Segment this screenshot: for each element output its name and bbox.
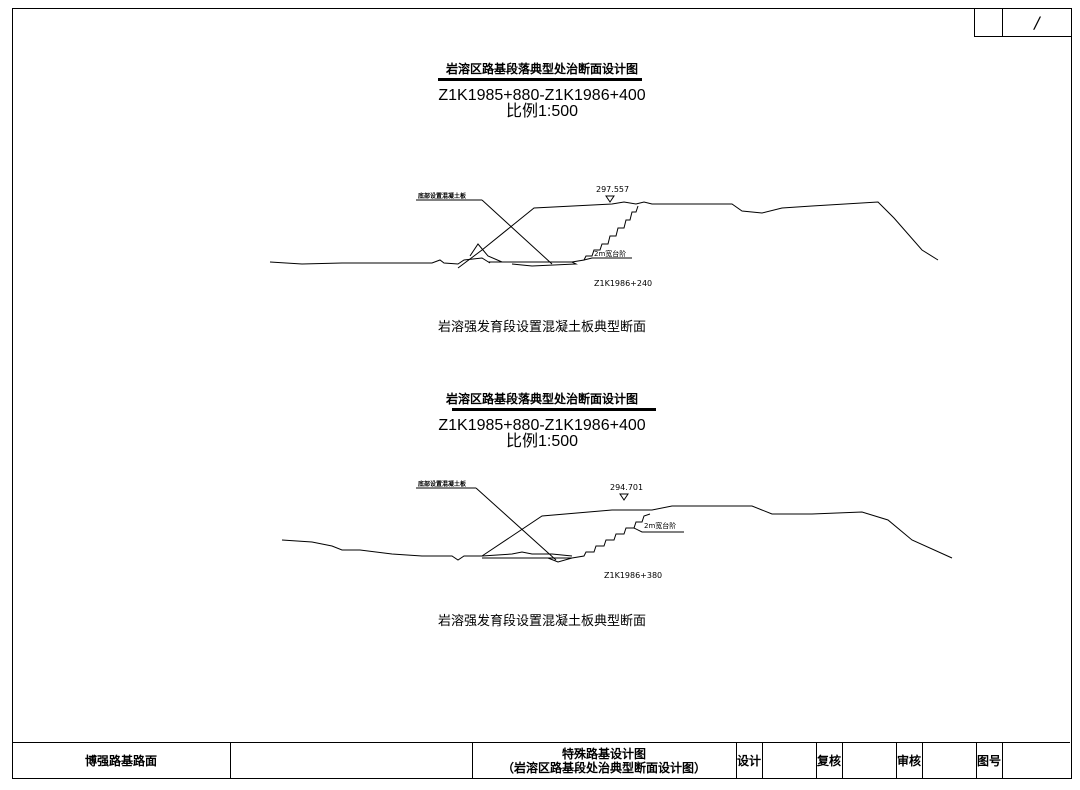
drawing-title: 特殊路基设计图 （岩溶区路基段处治典型断面设计图） <box>472 743 737 779</box>
page-marker: / <box>1002 8 1071 37</box>
project-name: 博强路基路面 <box>12 743 231 779</box>
elevation-label: 297.557 <box>596 185 629 194</box>
title-underline <box>452 408 656 411</box>
elevation-marker <box>619 493 629 501</box>
blank-cell <box>230 743 473 779</box>
left-slope <box>481 551 573 557</box>
drawing-title-line2: （岩溶区路基段处治典型断面设计图） <box>501 761 706 775</box>
drawing-sheet: / 岩溶区路基段落典型处治断面设计图 Z1K1985+880-Z1K1986+4… <box>12 8 1072 779</box>
review-value <box>842 743 897 779</box>
title-underline <box>438 78 642 81</box>
bench-label: 2m宽台阶 <box>594 249 626 258</box>
section-title: 岩溶区路基段落典型处治断面设计图 <box>445 392 638 406</box>
slab-label: 底部设置混凝土板 <box>418 480 467 488</box>
sheet-index-box <box>974 8 1003 37</box>
station-label: Z1K1986+380 <box>604 571 662 580</box>
station-label: Z1K1986+240 <box>594 279 652 288</box>
slab-leader <box>481 199 553 265</box>
drawing-no-value <box>1002 743 1070 779</box>
section-range: Z1K1985+880-Z1K1986+400 <box>438 87 646 104</box>
cross-section-drawing: 底部设置混凝土板 297.557 2m宽台阶 Z1K1986+240 <box>269 185 939 288</box>
design-label: 设计 <box>736 743 763 779</box>
concrete-slab <box>488 261 578 267</box>
concrete-slab <box>482 557 573 563</box>
section-scale: 比例1:500 <box>505 433 579 450</box>
drawing-frame <box>12 8 1072 779</box>
elevation-marker <box>605 195 615 203</box>
drawing-title-line1: 特殊路基设计图 <box>561 747 646 761</box>
ground-line <box>281 539 482 561</box>
approve-label: 审核 <box>896 743 923 779</box>
stepped-slope <box>571 205 639 263</box>
slab-label: 底部设置混凝土板 <box>418 192 467 200</box>
ground-line <box>269 257 491 265</box>
section-caption: 岩溶强发育段设置混凝土板典型断面 <box>437 614 646 629</box>
cross-section-drawing: 底部设置混凝土板 294.701 2m宽台阶 Z1K1986+380 <box>281 480 953 580</box>
stepped-slope <box>571 513 651 559</box>
section-caption: 岩溶强发育段设置混凝土板典型断面 <box>437 320 646 335</box>
review-label: 复核 <box>816 743 843 779</box>
bench-label: 2m宽台阶 <box>644 521 676 530</box>
design-value <box>762 743 817 779</box>
embankment-outline <box>457 201 939 269</box>
slab-leader <box>475 487 557 561</box>
bench-leader <box>633 527 684 533</box>
section-title: 岩溶区路基段落典型处治断面设计图 <box>445 62 638 76</box>
approve-value <box>922 743 977 779</box>
elevation-label: 294.701 <box>610 483 643 492</box>
embankment-outline <box>481 505 953 559</box>
bench-leader <box>583 257 632 261</box>
section-range: Z1K1985+880-Z1K1986+400 <box>438 417 646 434</box>
title-block: 博强路基路面 特殊路基设计图 （岩溶区路基段处治典型断面设计图） 设计 复核 审… <box>12 742 1070 779</box>
left-slope <box>469 243 503 263</box>
drawing-no-label: 图号 <box>976 743 1003 779</box>
section-scale: 比例1:500 <box>505 103 579 120</box>
